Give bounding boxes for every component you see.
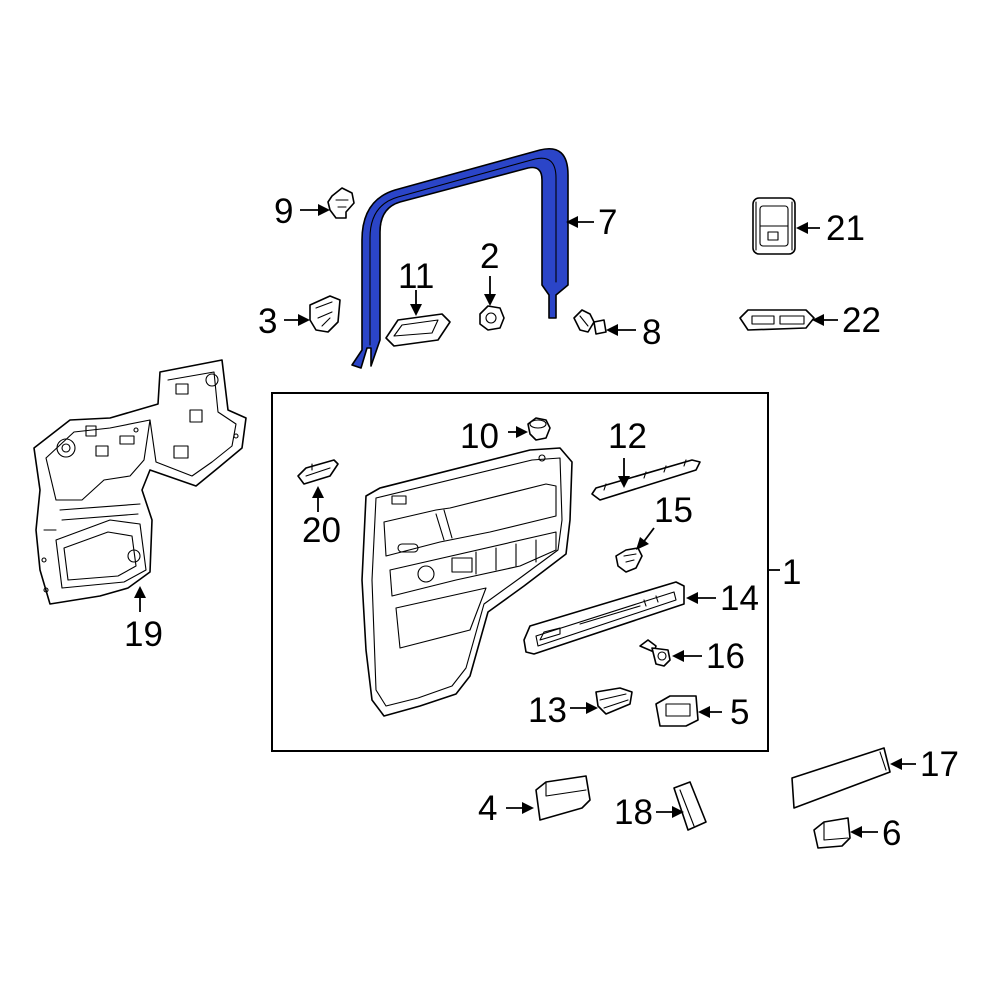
- part-8-push-pin[interactable]: [573, 309, 607, 335]
- callout-11[interactable]: 11: [398, 257, 434, 296]
- part-1-door-trim-panel[interactable]: [361, 447, 573, 717]
- callout-15[interactable]: 15: [654, 491, 693, 530]
- part-3-bracket[interactable]: [309, 295, 341, 333]
- callout-17[interactable]: 17: [920, 745, 959, 784]
- part-16-screw[interactable]: [639, 639, 671, 667]
- part-5-bezel[interactable]: [655, 695, 699, 727]
- part-9-clip[interactable]: [327, 187, 355, 219]
- callout-5[interactable]: 5: [730, 693, 749, 732]
- part-10-clip[interactable]: [527, 417, 551, 441]
- part-13-clip[interactable]: [595, 687, 633, 715]
- part-18-strip[interactable]: [673, 781, 707, 831]
- callout-7[interactable]: 7: [598, 203, 617, 242]
- part-22-switch-bezel[interactable]: [739, 309, 815, 331]
- callout-4[interactable]: 4: [478, 789, 497, 828]
- part-15-clip[interactable]: [615, 547, 643, 573]
- callout-3[interactable]: 3: [258, 302, 277, 341]
- callout-16[interactable]: 16: [706, 637, 745, 676]
- callout-22[interactable]: 22: [842, 301, 881, 340]
- part-4-pocket-trim[interactable]: [535, 775, 591, 821]
- callout-10[interactable]: 10: [460, 417, 499, 456]
- callout-14[interactable]: 14: [720, 579, 759, 618]
- part-20-bracket[interactable]: [297, 459, 339, 485]
- assembly-frame: [271, 392, 769, 752]
- callout-21[interactable]: 21: [826, 209, 865, 248]
- part-6-cap[interactable]: [813, 817, 851, 849]
- callout-9[interactable]: 9: [274, 192, 293, 231]
- callout-19[interactable]: 19: [124, 615, 163, 654]
- callout-6[interactable]: 6: [882, 814, 901, 853]
- callout-8[interactable]: 8: [642, 313, 661, 352]
- callout-labels: 1 2 3 4 5 6 7 8 9 10 11 12 13 14 15 16 1…: [124, 192, 959, 853]
- part-2-nut[interactable]: [479, 305, 505, 331]
- part-7-glass-run-channel[interactable]: [351, 148, 569, 369]
- part-17-trim-panel[interactable]: [791, 747, 891, 809]
- callout-20[interactable]: 20: [302, 511, 341, 550]
- part-19-door-shield[interactable]: [33, 359, 247, 605]
- callout-18[interactable]: 18: [614, 793, 653, 832]
- callout-1[interactable]: 1: [782, 553, 801, 592]
- callout-13[interactable]: 13: [528, 691, 567, 730]
- part-11-pull-cup[interactable]: [385, 313, 451, 347]
- part-14-armrest-bezel[interactable]: [523, 581, 685, 655]
- callout-12[interactable]: 12: [608, 417, 647, 456]
- callout-2[interactable]: 2: [480, 237, 499, 276]
- leader-lines: [134, 204, 916, 838]
- part-21-window-switch[interactable]: [752, 197, 796, 255]
